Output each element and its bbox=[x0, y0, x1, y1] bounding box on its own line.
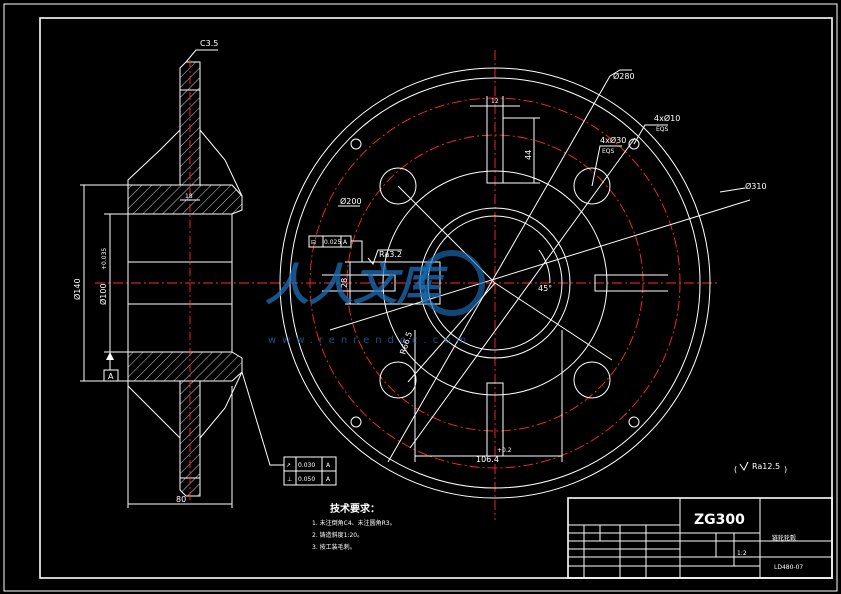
tol-frame-datum: A bbox=[343, 239, 348, 246]
tech-req-item-2: 2. 铸造斜度1:20。 bbox=[312, 531, 363, 539]
watermark: 人人文库 www.renrendoc.com bbox=[265, 250, 485, 346]
svg-text:): ) bbox=[784, 465, 787, 474]
width-dimension: 80 bbox=[176, 495, 186, 504]
bottom-dimension: 106.4 bbox=[476, 455, 499, 464]
small-holes-eqs: EQS bbox=[656, 126, 669, 133]
drawing-number: LD480-07 bbox=[774, 564, 803, 571]
slot-width-label: 12 bbox=[491, 98, 499, 105]
inner-diameter-label: Ø200 bbox=[340, 196, 362, 206]
general-roughness: ( Ra12.5 ) bbox=[734, 461, 787, 474]
part-name: 链轮轮毂 bbox=[772, 534, 796, 542]
large-holes-eqs: EQS bbox=[602, 148, 615, 155]
bore-tolerance: +0.035 bbox=[101, 248, 108, 270]
watermark-text: 人人文库 bbox=[265, 260, 448, 311]
watermark-url: www.renrendoc.com bbox=[268, 335, 472, 346]
frame1-datum: A bbox=[326, 462, 331, 469]
frame2-datum: A bbox=[326, 476, 331, 483]
technical-requirements: 技术要求： 1. 未注倒角C4、未注圆角R3。 2. 铸造斜度1:20。 3. … bbox=[312, 502, 396, 551]
frame2-value: 0.050 bbox=[298, 476, 315, 483]
outer-sheet-border bbox=[3, 3, 838, 592]
scale-value: 1:2 bbox=[737, 550, 747, 557]
chamfer-label: C3.5 bbox=[200, 39, 218, 48]
small-holes-label: 4xØ10 bbox=[654, 113, 680, 123]
title-block: ZG300 链轮轮毂 1:2 LD480-07 bbox=[567, 497, 833, 579]
datum-label: A bbox=[108, 372, 114, 381]
frame2-symbol: ⊥ bbox=[287, 476, 292, 483]
keyway-dimension: 28 bbox=[340, 278, 349, 288]
outer-diameter-label: Ø280 bbox=[613, 71, 635, 81]
slot-depth-label: 44 bbox=[524, 150, 533, 160]
inner-drawing-frame bbox=[39, 17, 833, 579]
section-view: C3.5 80 18 Ø140 Ø100 +0.035 A bbox=[72, 39, 284, 508]
roughness-label: Ra3.2 bbox=[379, 250, 402, 259]
hub-depth-dimension: 18 bbox=[185, 193, 193, 200]
pitch-diameter-label: Ø310 bbox=[745, 181, 767, 191]
bore-dimension: Ø100 bbox=[98, 283, 108, 305]
tech-req-item-3: 3. 按工装毛刺。 bbox=[312, 543, 356, 551]
svg-text:(: ( bbox=[734, 465, 737, 474]
bottom-tolerance-frames: ↗ 0.030 A ⊥ 0.050 A bbox=[283, 456, 337, 486]
part-code: ZG300 bbox=[694, 512, 745, 528]
frame1-value: 0.030 bbox=[298, 462, 315, 469]
tech-req-title: 技术要求： bbox=[330, 502, 380, 515]
bottom-dimension-tol: +0.2 bbox=[497, 447, 512, 454]
tol-frame-value: 0.025 bbox=[324, 239, 341, 246]
tech-req-item-1: 1. 未注倒角C4、未注圆角R3。 bbox=[312, 519, 396, 527]
front-view: Ø280 Ø310 Ø200 4xØ10 EQS 4xØ30 EQS 12 44… bbox=[270, 50, 767, 520]
bore-outer-dimension: Ø140 bbox=[72, 278, 82, 300]
large-holes-label: 4xØ30 bbox=[600, 135, 626, 145]
general-roughness-label: Ra12.5 bbox=[752, 462, 780, 471]
tol-frame-symbol: ⊟ bbox=[311, 239, 316, 246]
frame1-symbol: ↗ bbox=[286, 462, 291, 469]
angle-label: 45° bbox=[538, 284, 552, 293]
